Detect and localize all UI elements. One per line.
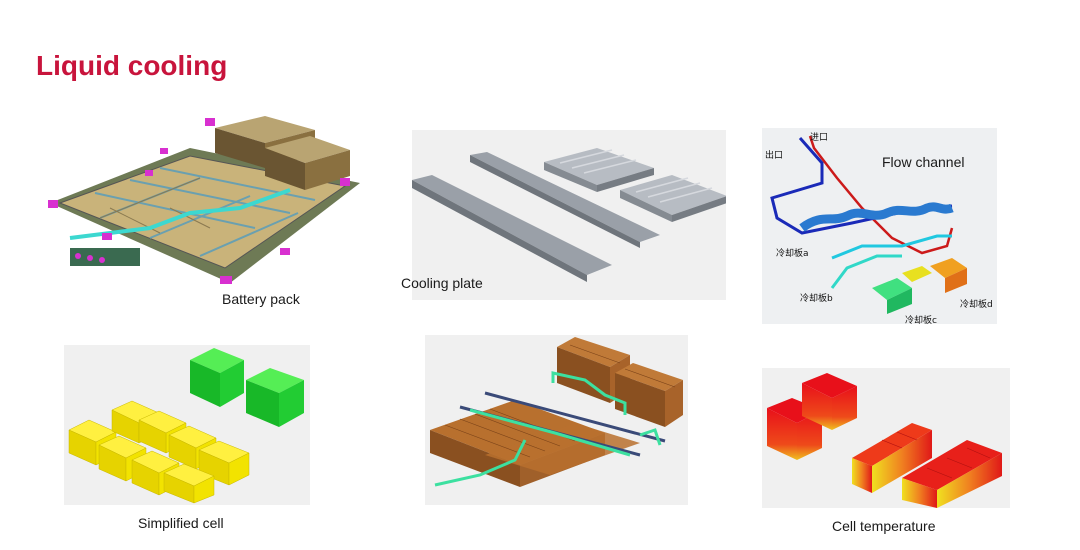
simplified-cell-image [64,345,310,505]
plate-a-label: 冷却板a [776,249,809,259]
slide-title: Liquid cooling [36,50,228,81]
flow-channel-image [762,128,997,324]
cooling-assembly-image [425,335,688,505]
battery-pack-image [40,108,370,308]
cell-temperature-image [762,368,1010,508]
simplified-cell-caption: Simplified cell [138,515,224,531]
plate-d-label: 冷却板d [960,300,993,310]
plate-c-label: 冷却板c [905,316,937,326]
cell-temperature-caption: Cell temperature [832,518,936,534]
battery-pack-caption: Battery pack [222,291,300,307]
flow-channel-caption: Flow channel [882,154,965,170]
cooling-plate-image [412,130,726,300]
cooling-plate-caption: Cooling plate [401,275,483,291]
outlet-label: 出口 [765,151,784,161]
plate-b-label: 冷却板b [800,294,833,304]
inlet-label: 进口 [810,133,829,143]
